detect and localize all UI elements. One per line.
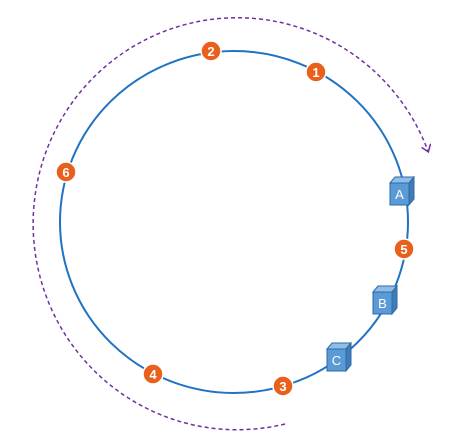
server-b: B (371, 284, 399, 316)
ring-node-1-label: 1 (312, 65, 319, 80)
server-c: C (325, 341, 353, 373)
ring-node-1: 1 (305, 61, 327, 83)
server-c-label: C (332, 353, 341, 368)
ring-node-2-label: 2 (207, 44, 214, 59)
server-a-label: A (395, 187, 404, 202)
server-b-label: B (378, 296, 387, 311)
ring-node-6: 6 (55, 161, 77, 183)
clockwise-direction-arrow (32, 17, 428, 431)
server-a: A (388, 175, 416, 207)
ring-node-4: 4 (142, 363, 164, 385)
ring-node-6-label: 6 (62, 165, 69, 180)
ring-node-2: 2 (200, 40, 222, 62)
ring-node-5-label: 5 (400, 242, 407, 257)
ring-node-5: 5 (393, 238, 415, 260)
hash-ring (59, 50, 409, 394)
ring-node-3-label: 3 (279, 379, 286, 394)
ring-node-4-label: 4 (149, 367, 157, 382)
ring-node-3: 3 (272, 375, 294, 397)
